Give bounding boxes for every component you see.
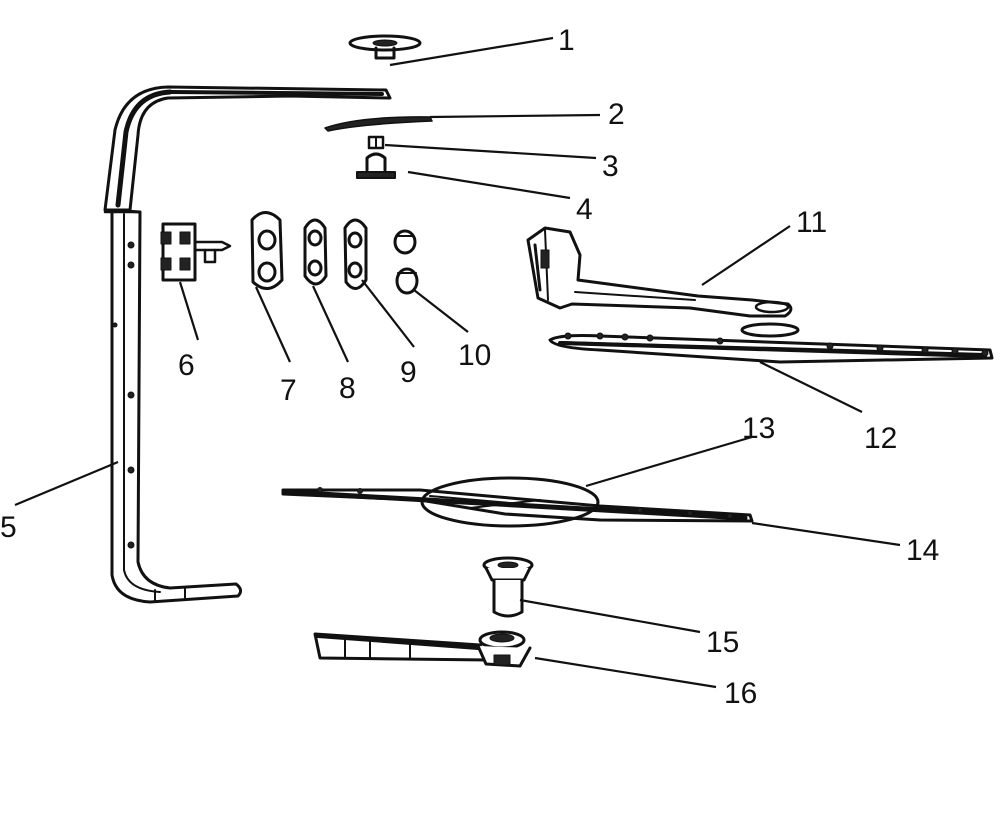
part-7-gasket-plate [250,211,284,290]
callout-6: 6 [178,349,195,382]
part-9-bracket-plate [343,218,368,290]
callout-4: 4 [576,193,593,226]
callout-15: 15 [706,626,739,659]
callout-8: 8 [339,372,356,405]
callout-9: 9 [400,356,417,389]
part-4-mount-bolt [356,152,396,179]
callout-16: 16 [724,677,757,710]
part-1-top-cap [348,34,422,60]
callout-1: 1 [558,24,575,57]
callout-7: 7 [280,374,297,407]
part-8-seal [303,218,328,286]
part-13-14-lower-spray-arm [281,476,754,528]
callout-14: 14 [906,534,939,567]
part-6-valve-block [160,222,232,282]
callout-10: 10 [458,339,491,372]
callout-11: 11 [796,206,827,239]
callout-labels: 1 2 3 4 5 6 7 8 9 10 11 12 13 14 15 16 [0,24,939,710]
callout-2: 2 [608,98,625,131]
callout-3: 3 [602,150,619,183]
part-5-supply-pipe [103,85,392,604]
callout-5: 5 [0,511,17,544]
part-15-bearing-hub [482,556,534,618]
callout-13: 13 [742,412,775,445]
part-12-upper-spray-arm [548,322,994,364]
part-11-upper-feed-arm [526,226,793,318]
callout-12: 12 [864,422,897,455]
part-2-connector-strip [324,116,433,132]
part-16-lower-feed-tube [313,630,532,668]
part-10-o-rings [393,229,419,295]
leader-lines [14,36,901,689]
part-3-nut [367,135,385,150]
